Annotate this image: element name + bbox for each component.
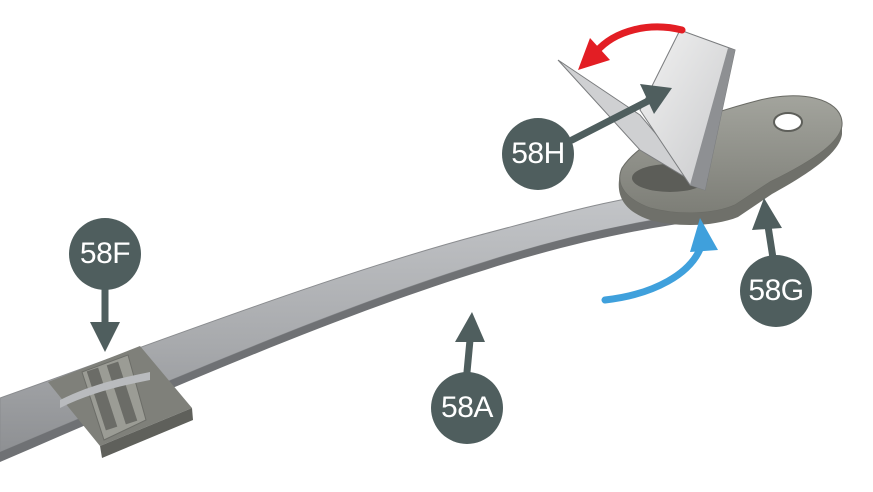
- leader-arrow-58a-icon: [455, 312, 485, 376]
- blue-rotate-arrow-icon: [601, 218, 718, 304]
- callout-58h: 58H: [502, 118, 574, 190]
- leader-arrow-58f-icon: [90, 286, 120, 352]
- flap-58h: [557, 29, 736, 191]
- red-rotate-arrow-icon: [578, 23, 686, 70]
- callout-58a: 58A: [431, 372, 503, 444]
- leader-arrow-58h-icon: [568, 84, 672, 144]
- callout-58g: 58G: [740, 255, 812, 327]
- leader-arrow-58g-icon: [752, 198, 782, 262]
- callout-58f: 58F: [69, 218, 141, 290]
- buckle-58f: [48, 346, 193, 458]
- plate-58g: [618, 95, 843, 226]
